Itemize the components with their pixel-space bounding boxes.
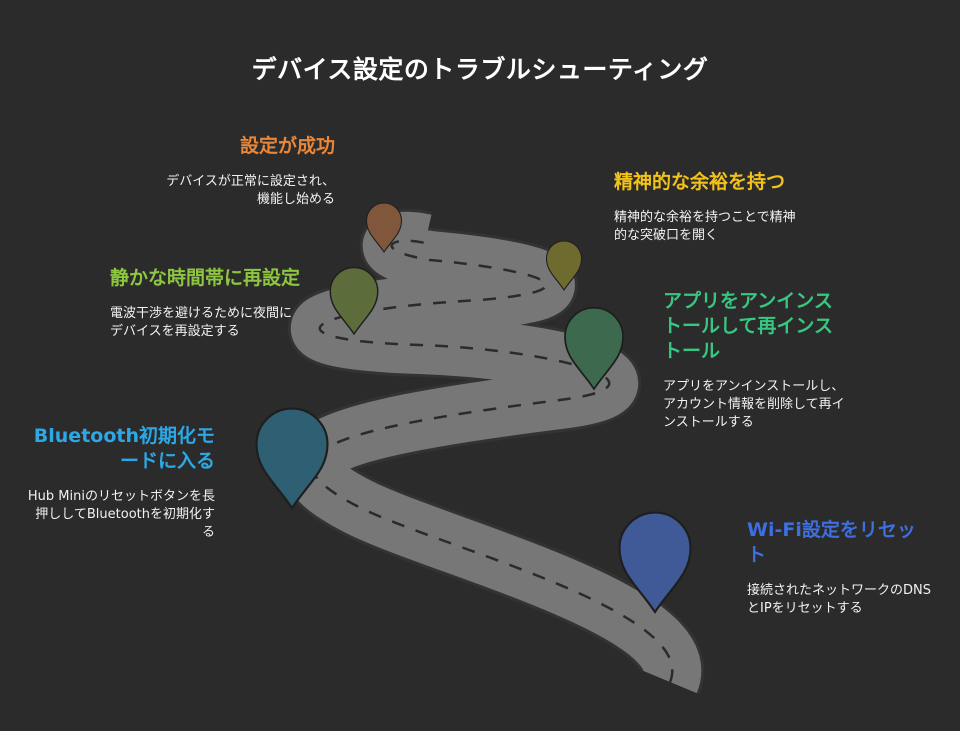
map-pin-icon	[564, 307, 624, 391]
step-description: 電波干渉を避けるために夜間にデバイスを再設定する	[110, 306, 293, 339]
step-description: デバイスが正常に設定され、機能し始める	[166, 174, 335, 207]
map-pin-icon	[329, 266, 379, 336]
step-heading: アプリをアンインストールして再インストール	[663, 290, 834, 362]
step-description: Hub Miniのリセットボタンを長押ししてBluetoothを初期化する	[27, 489, 215, 540]
map-pin-icon	[618, 511, 692, 614]
step-description: 接続されたネットワークのDNSとIPをリセットする	[747, 583, 931, 616]
step-setup-success: 設定が成功 デバイスが正常に設定され、機能し始める	[130, 134, 335, 209]
road-center-dashes	[310, 239, 674, 683]
step-mental-space: 精神的な余裕を持つ 精神的な余裕を持つことで精神的な突破口を開く	[614, 170, 824, 245]
step-wifi-reset: Wi-Fi設定をリセット 接続されたネットワークのDNSとIPをリセットする	[747, 518, 937, 618]
step-heading: 静かな時間帯に再設定	[110, 267, 301, 289]
map-pin-icon	[365, 202, 403, 253]
step-app-reinstall: アプリをアンインストールして再インストール アプリをアンインストールし、アカウン…	[663, 289, 848, 432]
diagram-title: デバイス設定のトラブルシューティング	[251, 55, 709, 84]
pin-mental-space	[545, 240, 583, 291]
map-pin-icon	[255, 407, 329, 510]
pin-setup-success	[365, 202, 403, 253]
step-quiet-time: 静かな時間帯に再設定 電波干渉を避けるために夜間にデバイスを再設定する	[110, 266, 300, 341]
map-pin-icon	[545, 240, 583, 291]
pin-wifi-reset	[618, 511, 692, 614]
pin-app-reinstall	[564, 307, 624, 391]
step-heading: Bluetooth初期化モードに入る	[33, 425, 215, 472]
step-description: 精神的な余裕を持つことで精神的な突破口を開く	[614, 210, 796, 243]
step-bluetooth-init: Bluetooth初期化モードに入る Hub Miniのリセットボタンを長押しし…	[20, 424, 215, 542]
step-heading: Wi-Fi設定をリセット	[747, 519, 916, 566]
pin-bluetooth-init	[255, 407, 329, 510]
pin-quiet-time	[329, 266, 379, 336]
step-heading: 精神的な余裕を持つ	[614, 171, 786, 193]
step-description: アプリをアンインストールし、アカウント情報を削除して再インストールする	[663, 379, 845, 430]
step-heading: 設定が成功	[239, 135, 335, 157]
